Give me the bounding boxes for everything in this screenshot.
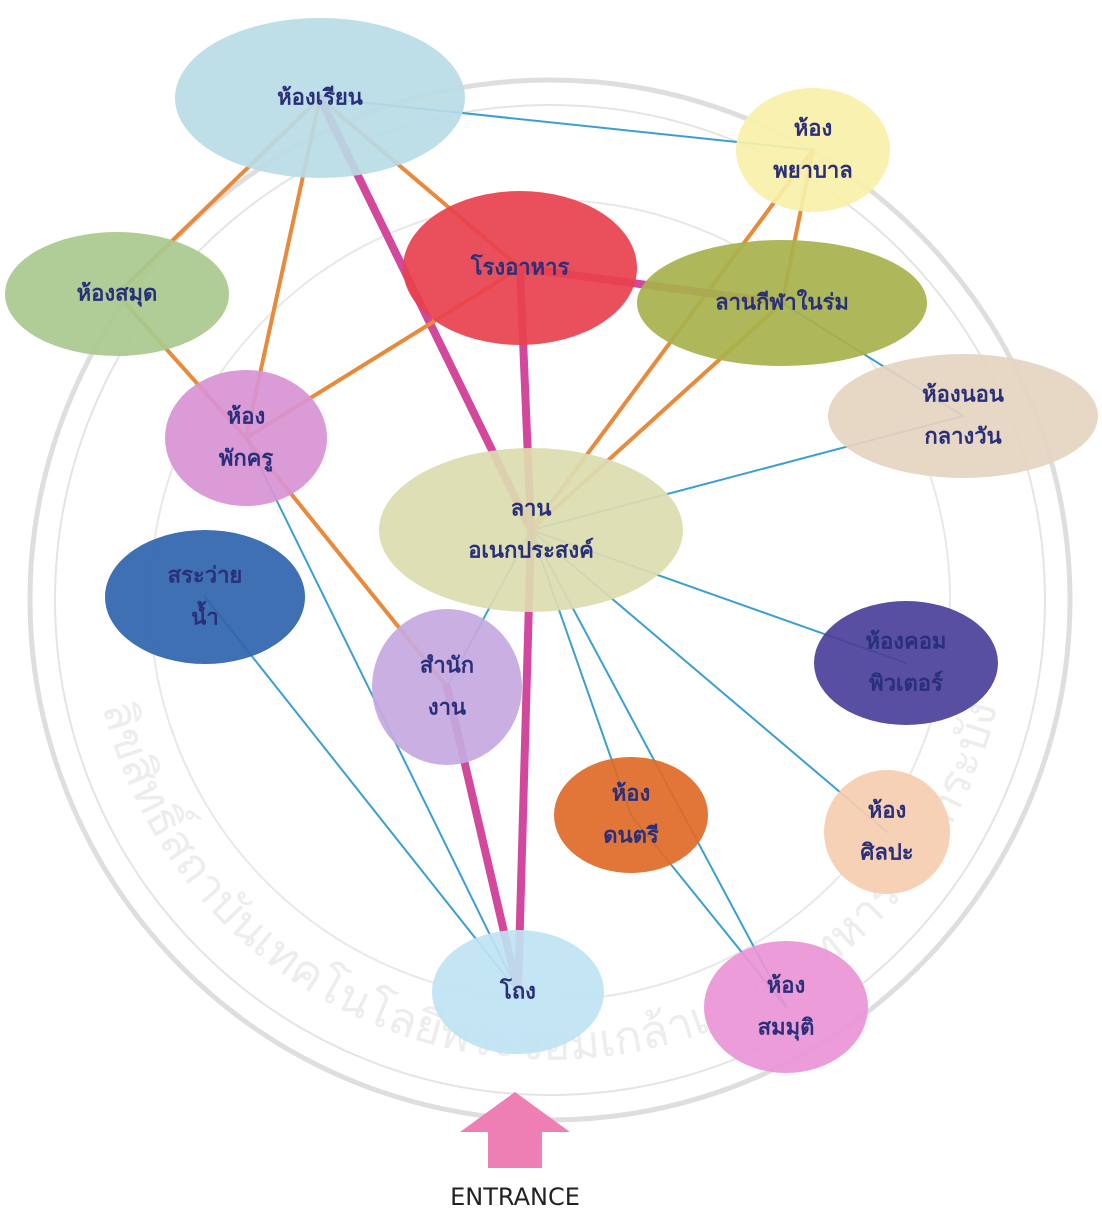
- node-label: น้ำ: [191, 601, 218, 631]
- node-label: กลางวัน: [924, 425, 1001, 450]
- node-label: ห้อง: [868, 799, 906, 824]
- node-art: ห้องศิลปะ: [824, 770, 950, 894]
- node-label: สมมุติ: [758, 1016, 815, 1042]
- node-bubble: [637, 240, 927, 366]
- node-bubble: [824, 770, 950, 894]
- node-label: ห้องเรียน: [277, 86, 363, 111]
- node-bubble: [5, 232, 229, 356]
- node-label: ลานกีฬาในร่ม: [715, 289, 849, 316]
- node-label: อเนกประสงค์: [468, 538, 594, 564]
- node-bubble: [165, 370, 327, 506]
- node-label: ลาน: [511, 497, 552, 522]
- link-pool-hall: [204, 596, 519, 993]
- node-label: พยาบาล: [773, 159, 853, 184]
- node-bubble: [554, 757, 708, 873]
- node-bubble: [432, 930, 604, 1054]
- node-teacher-room: ห้องพักครู: [165, 370, 327, 506]
- node-label: สำนัก: [420, 654, 474, 679]
- entrance-marker: ENTRANCE: [450, 1092, 580, 1211]
- node-pool: สระว่ายน้ำ: [105, 530, 305, 664]
- entrance-arrow-icon: [460, 1092, 570, 1168]
- node-bubble: [105, 530, 305, 664]
- node-label: โถง: [499, 978, 536, 1005]
- node-bubble: [403, 191, 637, 345]
- node-label: สระว่าย: [168, 564, 243, 589]
- node-canteen: โรงอาหาร: [403, 191, 637, 345]
- node-indoor-sport: ลานกีฬาในร่ม: [637, 240, 927, 366]
- node-label: ศิลปะ: [860, 841, 913, 866]
- node-bubble: [379, 448, 683, 612]
- node-label: ดนตรี: [603, 824, 659, 849]
- node-bubble: [175, 18, 465, 178]
- entrance-label: ENTRANCE: [450, 1183, 580, 1211]
- node-label: ห้อง: [227, 405, 265, 430]
- node-bubble: [704, 941, 868, 1073]
- node-label: ห้องคอม: [866, 630, 947, 655]
- node-label: ห้องนอน: [922, 383, 1004, 408]
- node-label: พิวเตอร์: [869, 671, 943, 697]
- node-hall: โถง: [432, 930, 604, 1054]
- node-bubble: [828, 354, 1098, 478]
- node-label: โรงอาหาร: [470, 254, 570, 281]
- node-label: ห้องสมุด: [77, 282, 158, 308]
- node-bubble: [814, 601, 998, 725]
- node-label: ห้อง: [612, 782, 650, 807]
- node-bubble: [372, 609, 522, 765]
- room-nodes: ห้องเรียนห้องพยาบาลห้องสมุดโรงอาหารลานกี…: [5, 18, 1098, 1073]
- node-bubble: [736, 88, 890, 212]
- node-label: งาน: [428, 696, 466, 721]
- node-library: ห้องสมุด: [5, 232, 229, 356]
- node-classroom: ห้องเรียน: [175, 18, 465, 178]
- node-label: ห้อง: [767, 974, 805, 999]
- node-label: พักครู: [219, 447, 274, 473]
- node-label: ห้อง: [794, 117, 832, 142]
